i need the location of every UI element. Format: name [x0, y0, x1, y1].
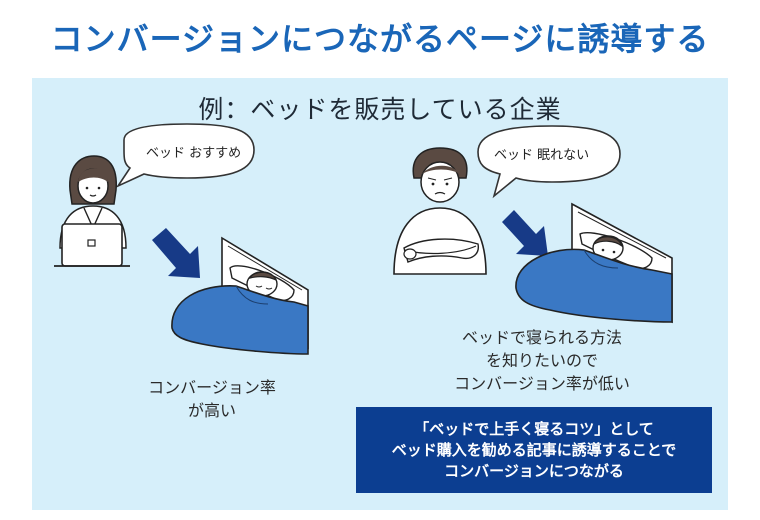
solution-line-1: 「ベッドで上手く寝るコツ」として	[414, 419, 654, 438]
speech-bubble-left	[115, 123, 255, 188]
solution-line-3: コンバージョンにつながる	[444, 461, 624, 480]
caption-right-line-2: を知りたいので	[485, 351, 598, 370]
speech-bubble-right	[477, 125, 621, 199]
bed-right-awake-person	[515, 202, 673, 324]
caption-left-line-1: コンバージョン率	[148, 378, 276, 397]
bubble-text-left: ベッド おすすめ	[146, 146, 242, 161]
bubble-text-right: ベッド 眠れない	[494, 148, 590, 163]
caption-left: コンバージョン率 が高い	[102, 376, 322, 422]
bed-left-sleeping-person	[171, 236, 309, 355]
example-panel: 例：ベッドを販売している企業	[32, 78, 728, 510]
caption-right-line-3: コンバージョン率が低い	[454, 374, 630, 393]
solution-line-2: ベッド購入を勧める記事に誘導することで	[391, 440, 677, 459]
solution-box: 「ベッドで上手く寝るコツ」として ベッド購入を勧める記事に誘導することで コンバ…	[356, 407, 712, 493]
caption-right: ベッドで寝られる方法 を知りたいので コンバージョン率が低い	[412, 326, 672, 395]
woman-with-laptop	[54, 155, 130, 267]
caption-left-line-2: が高い	[187, 401, 236, 420]
page-title: コンバージョンにつながるページに誘導する	[50, 20, 710, 58]
caption-right-line-1: ベッドで寝られる方法	[461, 328, 622, 347]
illustration	[54, 123, 673, 355]
example-subtitle: 例：ベッドを販売している企業	[198, 95, 562, 124]
arrow-left	[152, 228, 200, 278]
man-arms-crossed	[393, 147, 487, 275]
arrow-right	[502, 210, 548, 256]
